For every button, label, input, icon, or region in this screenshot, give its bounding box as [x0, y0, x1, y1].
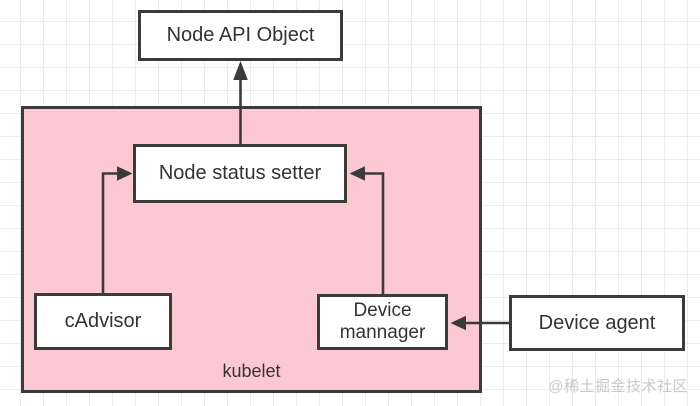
- node-status-setter: Node status setter: [133, 144, 347, 203]
- watermark-text: @稀土掘金技术社区: [548, 378, 688, 395]
- node-device-agent: Device agent: [509, 295, 685, 351]
- kubelet-container-label: kubelet: [222, 361, 281, 381]
- arrowhead-up-api-object: [233, 61, 248, 80]
- node-cadvisor: cAdvisor: [34, 293, 172, 350]
- node-api-object: Node API Object: [138, 10, 343, 61]
- node-device-manager: Device mannager: [317, 294, 448, 350]
